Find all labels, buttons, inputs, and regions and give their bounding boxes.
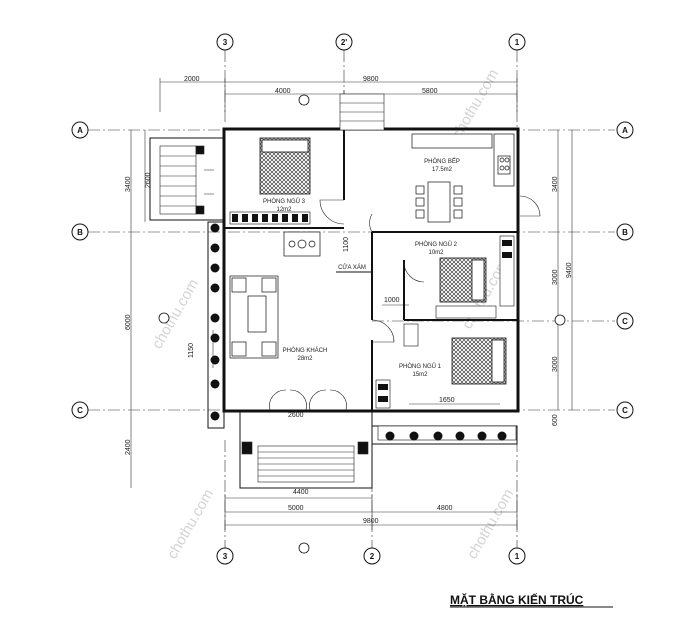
dim-text: 2600 bbox=[145, 172, 152, 188]
grid-bubble-a-left bbox=[71, 121, 89, 139]
kitchen-furniture bbox=[411, 133, 515, 223]
dim-text: 4400 bbox=[293, 489, 309, 496]
grid-label: 2 bbox=[370, 552, 375, 561]
grid-bubble-c-right bbox=[616, 401, 634, 419]
garden-strip-left bbox=[207, 221, 225, 429]
section-marker-top bbox=[298, 94, 310, 106]
grid-bubble-2-bottom bbox=[363, 547, 381, 565]
watermark: chothu.com bbox=[149, 276, 202, 352]
section-marker-bottom bbox=[298, 542, 310, 554]
dim-text: 5000 bbox=[288, 505, 304, 512]
kitchen-counter-top bbox=[411, 133, 493, 149]
room-area-bedroom2: 10m2 bbox=[428, 250, 444, 256]
grid-bubble-1-bottom bbox=[508, 547, 526, 565]
room-name-bedroom1: PHÒNG NGỦ 1 bbox=[399, 363, 442, 370]
door-swing bbox=[319, 199, 345, 225]
grid-label: 2' bbox=[341, 38, 347, 47]
dim-text: 3000 bbox=[552, 356, 559, 372]
grid-label: B bbox=[77, 228, 83, 237]
door-swing bbox=[403, 261, 425, 283]
dimension-texts: 2000 9800 4000 5800 3400 2600 6000 2400 … bbox=[125, 76, 573, 525]
left-steps bbox=[159, 145, 205, 215]
dim-text: 2400 bbox=[125, 439, 132, 455]
dim-text: 5800 bbox=[422, 88, 438, 95]
room-name-bedroom3: PHÒNG NGỦ 3 bbox=[263, 198, 306, 205]
dim-text: 600 bbox=[552, 414, 559, 426]
grid-label: 3 bbox=[223, 38, 228, 47]
grid-label: 3 bbox=[223, 552, 228, 561]
grid-labels: 3 2' 1 3 2 1 A B C A B C C bbox=[77, 38, 628, 561]
door-swing bbox=[371, 319, 395, 343]
room-name-bedroom2: PHÒNG NGỦ 2 bbox=[415, 241, 458, 248]
dim-text: 3400 bbox=[552, 176, 559, 192]
beds bbox=[259, 137, 507, 385]
plants bbox=[210, 223, 507, 441]
top-steps bbox=[339, 93, 385, 131]
dim-text: 2600 bbox=[288, 412, 304, 419]
dim-text: 4800 bbox=[437, 505, 453, 512]
dim-text: 4000 bbox=[275, 88, 291, 95]
grid-label: B bbox=[622, 228, 628, 237]
grid-label: C bbox=[77, 406, 83, 415]
dim-text: 1100 bbox=[343, 237, 350, 252]
watermark: chothu.com bbox=[164, 486, 217, 562]
grid-label: A bbox=[622, 126, 628, 135]
grid-bubble-b-left bbox=[71, 223, 89, 241]
front-steps bbox=[241, 441, 369, 483]
drawing-title: MẶT BẰNG KIẾN TRÚC bbox=[450, 592, 584, 607]
dim-text: 1650 bbox=[439, 397, 455, 404]
watermark: chothu.com bbox=[449, 66, 502, 142]
grid-bubble-3-bottom bbox=[216, 547, 234, 565]
grid-bubble-1-top bbox=[508, 33, 526, 51]
sofa-set bbox=[229, 231, 321, 359]
room-name-living: PHÒNG KHÁCH bbox=[283, 347, 328, 354]
dining-table bbox=[427, 181, 451, 223]
left-porch-platform bbox=[149, 137, 225, 221]
grid-label: A bbox=[77, 126, 83, 135]
dim-text: 2000 bbox=[184, 76, 200, 83]
dim-text: 1150 bbox=[188, 343, 195, 358]
main-door-swing bbox=[269, 389, 347, 411]
room-area-kitchen: 17.5m2 bbox=[432, 167, 453, 173]
grid-label: C bbox=[622, 317, 628, 326]
room-name-kitchen: PHÒNG BẾP bbox=[424, 158, 460, 165]
room-labels: PHÒNG NGỦ 3 12m2 PHÒNG BẾP 17.5m2 PHÒNG … bbox=[263, 158, 460, 378]
dimension-lines bbox=[130, 78, 573, 530]
door-swing bbox=[369, 213, 373, 233]
section-markers bbox=[158, 94, 566, 554]
dim-text: 3000 bbox=[552, 269, 559, 285]
room-area-living: 28m2 bbox=[297, 356, 313, 362]
door-swing bbox=[519, 195, 541, 217]
grid-bubble-c-mid-right bbox=[616, 312, 634, 330]
grid-bubble-2prime-top bbox=[335, 33, 353, 51]
grid-label: C bbox=[622, 406, 628, 415]
dim-text: 1000 bbox=[384, 297, 400, 304]
dim-text: 9400 bbox=[566, 262, 573, 278]
dim-text: 6000 bbox=[125, 314, 132, 330]
dim-text: 9800 bbox=[363, 76, 379, 83]
grid-label: 1 bbox=[515, 38, 520, 47]
grid-bubble-c-left bbox=[71, 401, 89, 419]
dim-text: 3400 bbox=[125, 176, 132, 192]
section-marker-left bbox=[158, 312, 170, 324]
grid-label: 1 bbox=[515, 552, 520, 561]
grid-bubble-a-right bbox=[616, 121, 634, 139]
dim-text: 9800 bbox=[363, 518, 379, 525]
wardrobe-hatch bbox=[232, 214, 512, 402]
grid-bubble-b-right bbox=[616, 223, 634, 241]
door-swing bbox=[204, 169, 214, 195]
grid-bubbles bbox=[71, 33, 634, 565]
room-name-storage: CỬA XÁM bbox=[338, 264, 366, 271]
room-area-bedroom3: 12m2 bbox=[276, 207, 292, 213]
section-marker-right bbox=[554, 314, 566, 326]
grid-bubble-3-top bbox=[216, 33, 234, 51]
room-area-bedroom1: 15m2 bbox=[412, 372, 428, 378]
watermark: chothu.com bbox=[464, 486, 517, 562]
